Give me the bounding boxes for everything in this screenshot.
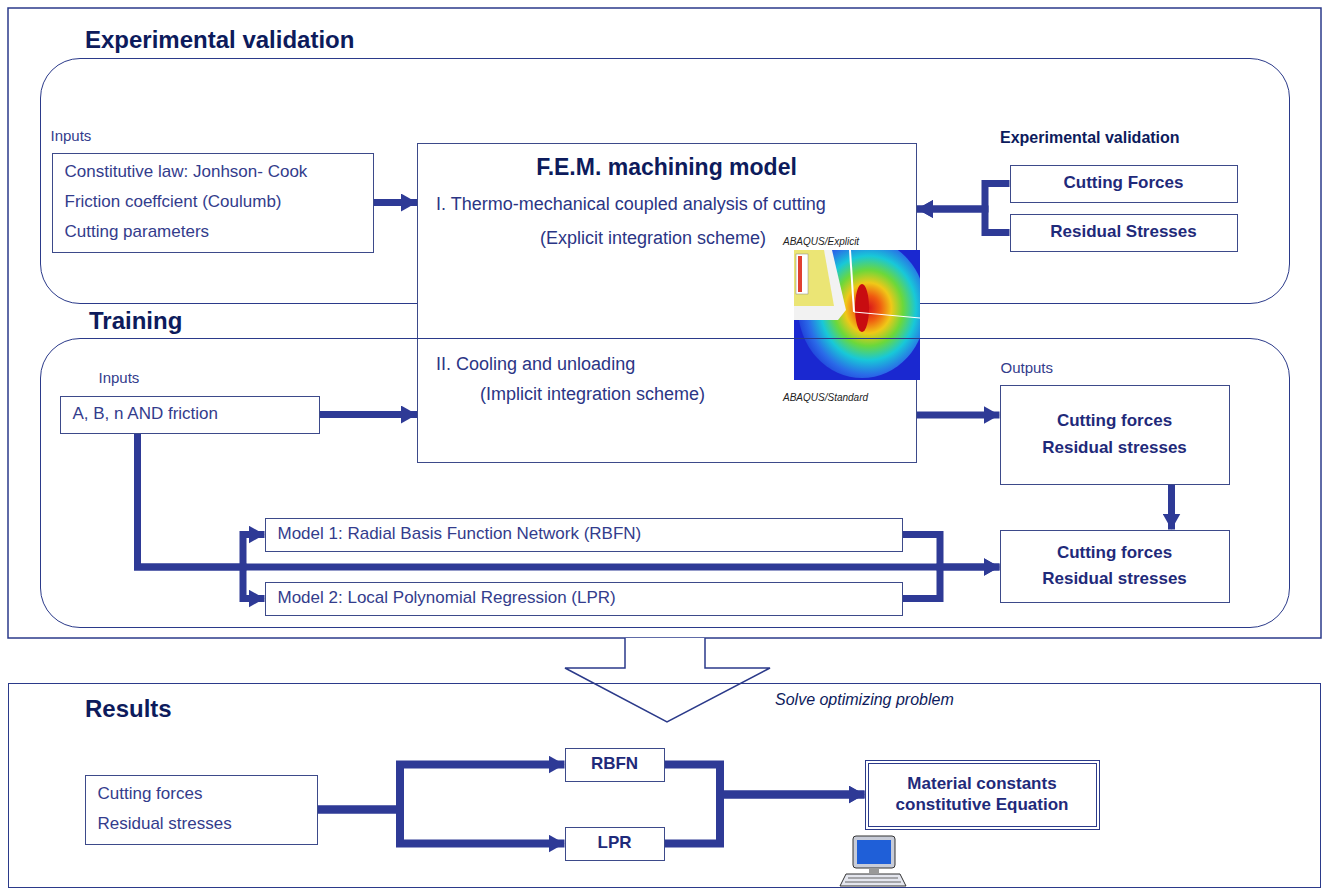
computer-icon xyxy=(840,836,906,886)
heading-text: Inputs xyxy=(99,369,140,387)
surrogate-box: LPR xyxy=(565,827,665,861)
training-panel: TrainingInputsA, B, n AND frictionOutput… xyxy=(40,338,1290,628)
flow-arrow xyxy=(374,199,418,206)
text-area: Cutting forcesResidual stresses xyxy=(1001,531,1229,602)
bus-line xyxy=(243,564,940,571)
surrogate-box: RBFN xyxy=(565,748,665,782)
text-area: Material constants constitutive Equation xyxy=(869,764,1096,826)
flow-arrow xyxy=(318,810,565,844)
validation-box: Residual Stresses xyxy=(1010,214,1238,252)
box-text: RBFN xyxy=(591,754,638,774)
flow-arrow xyxy=(1168,485,1175,530)
flow-arrow xyxy=(903,567,1000,599)
text-area: Cutting Forces xyxy=(1011,166,1237,202)
box-text: Cutting Forces xyxy=(1064,173,1184,193)
box-text: Model 1: Radial Basis Function Network (… xyxy=(278,524,642,544)
outputs-box: OutputsCutting forcesResidual stresses xyxy=(1000,385,1230,485)
outer-frame xyxy=(8,8,1321,638)
box-text: Constitutive law: Jonhson- Cook xyxy=(65,162,308,182)
box-text: Cutting forces xyxy=(98,784,203,804)
box-text: Residual stresses xyxy=(1042,438,1187,458)
model-output-box: Cutting forcesResidual stresses xyxy=(1000,530,1230,603)
heading-text: Results xyxy=(85,696,172,722)
flow-arrow xyxy=(665,795,865,844)
text-area: Cutting forcesResidual stresses xyxy=(1001,386,1229,484)
text-area: Residual Stresses xyxy=(1011,215,1237,251)
box-text: II. Cooling and unloading xyxy=(436,354,635,376)
box-text: Residual Stresses xyxy=(1050,222,1196,242)
note-text: Solve optimizing problem xyxy=(775,690,954,709)
text-area: Model 2: Local Polynomial Regression (LP… xyxy=(266,583,902,615)
box-text: ABAQUS/Explicit xyxy=(783,236,859,248)
heading-text: Training xyxy=(89,308,182,334)
results-input-box: Cutting forcesResidual stresses xyxy=(85,775,318,845)
flow-arrow xyxy=(665,765,865,795)
text-area: Constitutive law: Jonhson- CookFriction … xyxy=(53,154,373,252)
flow-arrow xyxy=(917,209,1010,233)
text-area: RBFN xyxy=(566,749,664,781)
results-panel: ResultsCutting forcesResidual stresses RB… xyxy=(8,683,1321,888)
box-text: ABAQUS/Standard xyxy=(783,392,868,404)
flow-arrow xyxy=(917,412,1000,419)
flow-arrow xyxy=(320,411,418,418)
heading-text: F.E.M. machining model xyxy=(418,154,915,182)
box-text: (Implicit integration scheme) xyxy=(480,384,705,406)
training-input-box: InputsA, B, n AND friction xyxy=(60,396,320,434)
box-text: I. Thermo-mechanical coupled analysis of… xyxy=(436,194,826,216)
fem-model-box: F.E.M. machining model I. Thermo-mechanic… xyxy=(417,143,917,463)
flow-arrow xyxy=(138,434,265,599)
model-box: Model 2: Local Polynomial Regression (LP… xyxy=(265,582,903,616)
box-text: Residual stresses xyxy=(98,814,232,834)
group-heading: Experimental validation xyxy=(1000,128,1180,147)
box-text: LPR xyxy=(598,833,632,853)
box-text: Cutting parameters xyxy=(65,222,210,242)
flow-arrow xyxy=(318,765,565,810)
text-area: A, B, n AND friction xyxy=(61,397,319,433)
flow-chevron xyxy=(565,638,770,722)
text-area: LPR xyxy=(566,828,664,860)
box-text: A, B, n AND friction xyxy=(73,404,219,424)
box-text: Material constants constitutive Equation xyxy=(877,774,1088,815)
box-text: Cutting forces xyxy=(1057,411,1172,431)
heading-text: Outputs xyxy=(1001,359,1054,377)
box-text: Friction coeffcient (Coulumb) xyxy=(65,192,282,212)
inputs-box: InputsConstitutive law: Jonhson- CookFri… xyxy=(52,153,374,253)
fem-contour-plot xyxy=(794,250,920,380)
heading-text: Inputs xyxy=(51,127,92,145)
flow-arrow xyxy=(138,434,265,568)
text-area: Cutting forcesResidual stresses xyxy=(86,776,317,844)
box-text: (Explicit integration scheme) xyxy=(540,228,766,250)
box-text: Cutting forces xyxy=(1057,543,1172,563)
flow-arrow xyxy=(903,535,1000,568)
model-box: Model 1: Radial Basis Function Network (… xyxy=(265,518,903,552)
result-box: Material constants constitutive Equation xyxy=(865,760,1100,830)
flow-arrow xyxy=(917,184,1010,210)
text-area: Model 1: Radial Basis Function Network (… xyxy=(266,519,902,551)
heading-text: Experimental validation xyxy=(85,27,354,53)
box-text: Model 2: Local Polynomial Regression (LP… xyxy=(278,588,616,608)
box-text: Residual stresses xyxy=(1042,569,1187,589)
validation-box: Cutting Forces xyxy=(1010,165,1238,203)
